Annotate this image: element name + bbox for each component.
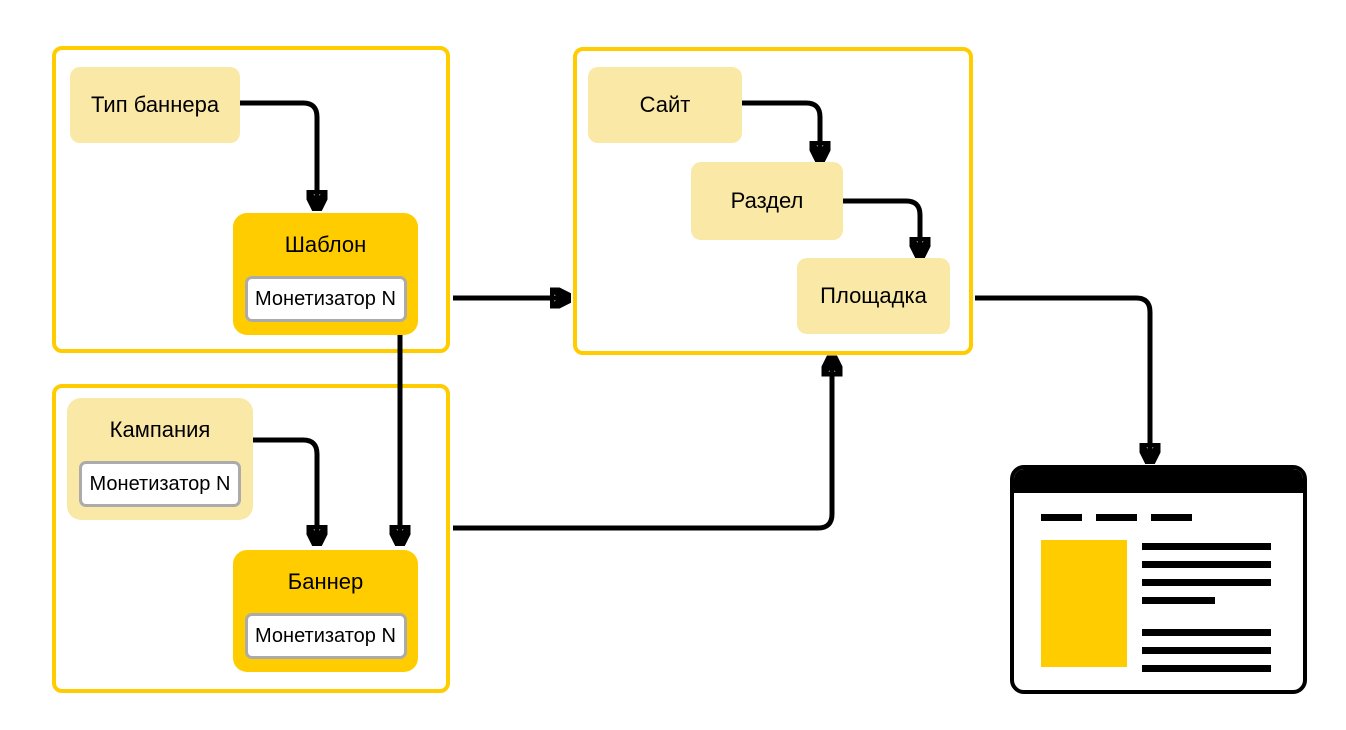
group-site: [573, 47, 973, 355]
text-line: [1142, 647, 1271, 654]
node-section-label: Раздел: [730, 188, 804, 213]
node-site-label: Сайт: [639, 92, 691, 117]
node-banner-label: Баннер: [287, 569, 364, 594]
node-section: Раздел: [691, 162, 843, 240]
page-preview: [1010, 465, 1307, 694]
node-banner-type: Тип баннера: [70, 67, 240, 143]
node-site: Сайт: [588, 67, 742, 143]
group-campaign: [52, 384, 450, 693]
monetizer-tag: Монетизатор N: [79, 461, 241, 507]
text-line: [1142, 665, 1271, 672]
text-line: [1142, 629, 1271, 636]
text-line: [1142, 543, 1271, 550]
monetizer-tag: Монетизатор N: [244, 276, 407, 322]
node-placement-label: Площадка: [820, 283, 927, 308]
page-preview-nav-dashes: [1041, 514, 1192, 521]
edge-campaign-group-to-site-group: [453, 357, 832, 531]
nav-dash: [1041, 514, 1082, 521]
node-campaign: Кампания Монетизатор N: [67, 398, 253, 520]
node-placement: Площадка: [797, 258, 950, 334]
nav-dash: [1096, 514, 1137, 521]
page-preview-header: [1014, 469, 1303, 493]
monetizer-tag: Монетизатор N: [244, 613, 407, 659]
node-template-label: Шаблон: [284, 232, 367, 257]
node-template: Шаблон Монетизатор N: [233, 213, 418, 335]
text-line: [1142, 561, 1271, 568]
ad-block: [1041, 540, 1127, 667]
text-line: [1142, 597, 1215, 604]
page-preview-text-lines: [1142, 543, 1271, 683]
nav-dash: [1151, 514, 1192, 521]
edge-site-group-to-page-preview: [975, 295, 1150, 462]
node-banner: Баннер Монетизатор N: [233, 550, 418, 672]
node-campaign-label: Кампания: [109, 417, 211, 442]
node-banner-type-label: Тип баннера: [90, 92, 220, 117]
group-template: [52, 46, 450, 353]
text-line: [1142, 579, 1271, 586]
